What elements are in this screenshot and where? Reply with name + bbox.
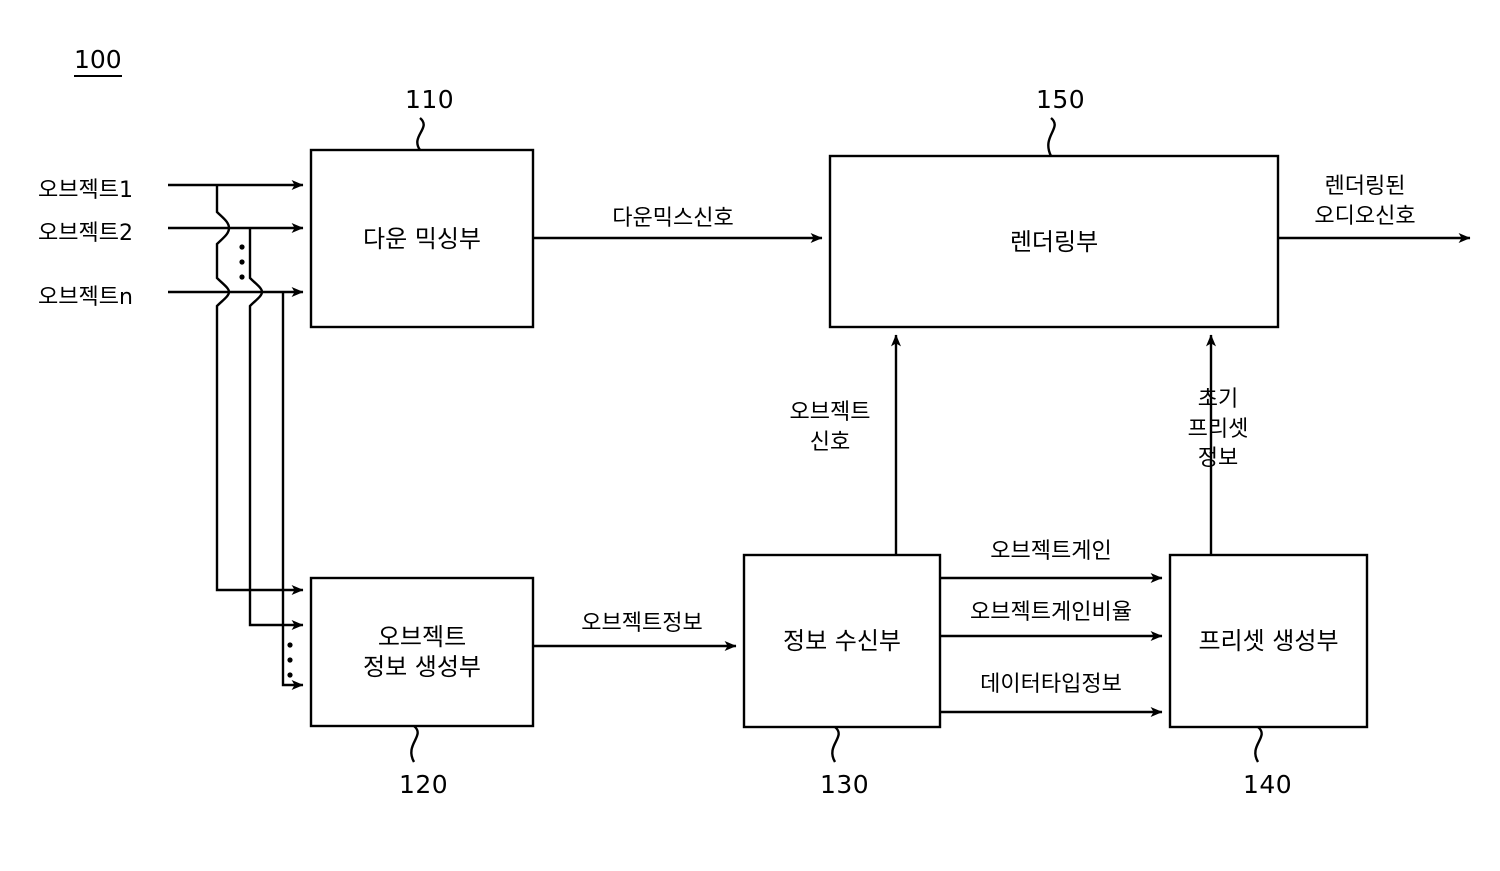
ref-number-110: 110 bbox=[405, 85, 455, 114]
signal-label-object-signal: 오브젝트 신호 bbox=[789, 400, 871, 455]
signal-label-object-info: 오브젝트정보 bbox=[581, 611, 703, 636]
ref-number-130: 130 bbox=[820, 770, 870, 799]
signal-label-downmix: 다운믹스신호 bbox=[612, 206, 734, 231]
leader-120 bbox=[410, 725, 419, 763]
figure-number: 100 bbox=[74, 45, 122, 77]
box-150-rendering bbox=[828, 154, 1280, 329]
branch-object1 bbox=[215, 185, 304, 595]
object-info-input-ellipsis-dots bbox=[287, 642, 293, 678]
signal-label-data-type-info: 데이터타입정보 bbox=[980, 672, 1122, 697]
block-label-rendering: 렌더링부 bbox=[1009, 227, 1099, 256]
ref-number-150: 150 bbox=[1036, 85, 1086, 114]
signal-label-object-gain-ratio: 오브젝트게인비율 bbox=[970, 600, 1132, 625]
block-label-preset-generator: 프리셋 생성부 bbox=[1198, 627, 1339, 655]
leader-150 bbox=[1047, 117, 1056, 157]
signal-label-rendered-audio: 렌더링된 오디오신호 bbox=[1314, 174, 1416, 229]
leader-140 bbox=[1254, 726, 1263, 763]
input-label-object1: 오브젝트1 bbox=[38, 178, 133, 203]
input-label-objectn: 오브젝트n bbox=[38, 285, 133, 310]
block-label-object-info-generator: 오브젝트 정보 생성부 bbox=[362, 623, 482, 681]
branch-object2 bbox=[248, 228, 304, 630]
block-label-info-receiver: 정보 수신부 bbox=[782, 627, 902, 655]
box-120-object-info bbox=[309, 576, 535, 728]
box-140-preset bbox=[1168, 553, 1369, 729]
box-130-info-receiver bbox=[742, 553, 942, 729]
signal-label-initial-preset-info: 초기 프리셋 정보 bbox=[1187, 387, 1249, 472]
branch-objectn bbox=[281, 292, 304, 690]
input-ellipsis-dots bbox=[239, 244, 245, 280]
leader-110 bbox=[416, 117, 425, 151]
signal-label-object-gain: 오브젝트게인 bbox=[990, 539, 1112, 564]
input-label-object2: 오브젝트2 bbox=[38, 221, 133, 246]
leader-130 bbox=[831, 726, 840, 763]
ref-number-120: 120 bbox=[399, 770, 449, 799]
ref-number-140: 140 bbox=[1243, 770, 1293, 799]
block-label-downmix: 다운 믹싱부 bbox=[362, 224, 482, 253]
